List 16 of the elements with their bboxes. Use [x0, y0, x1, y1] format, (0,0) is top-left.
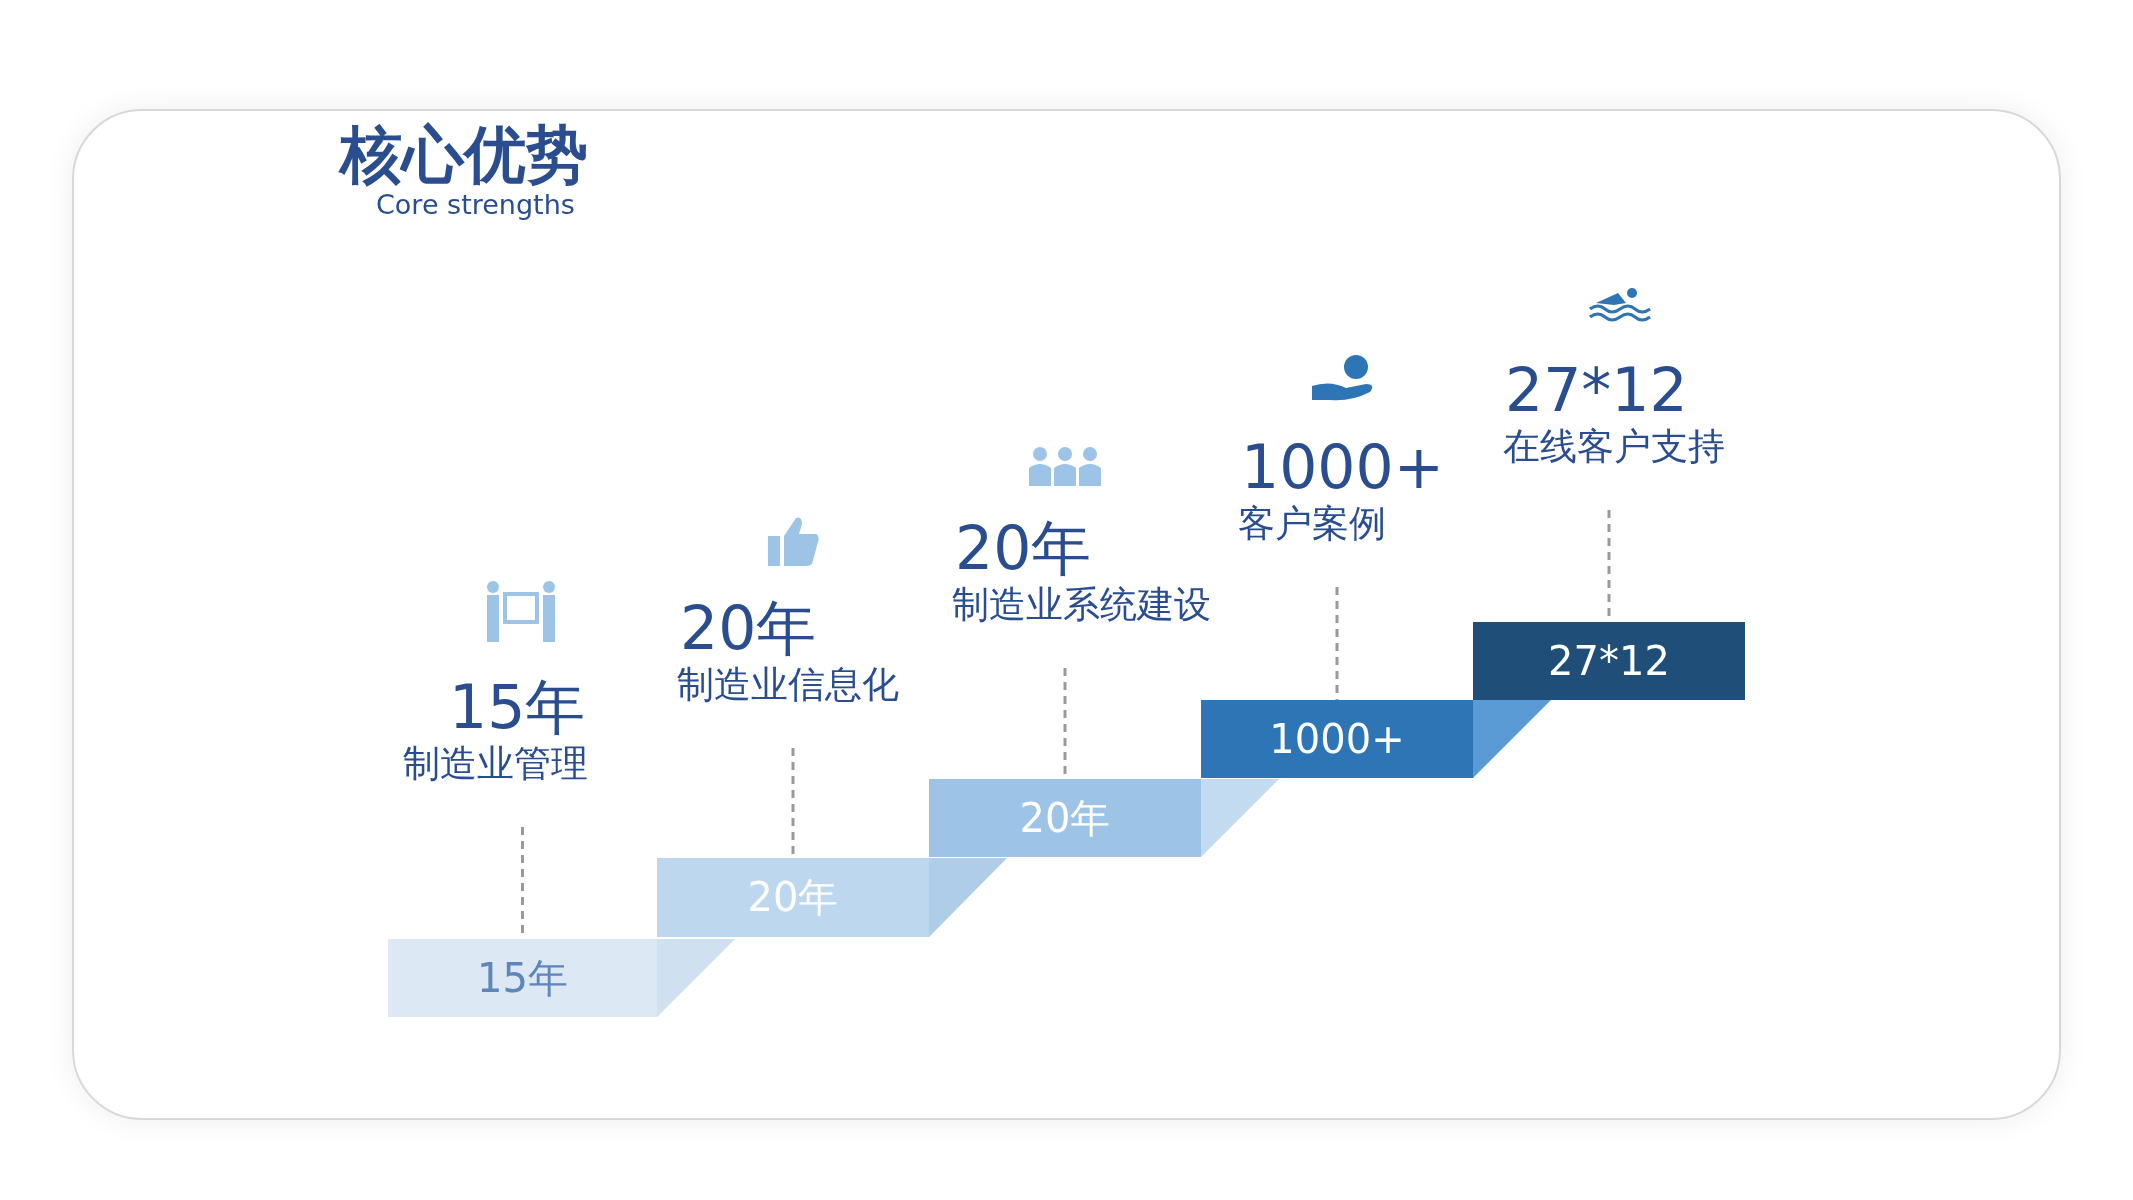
dashed-connector: [1335, 587, 1339, 700]
stat-description: 在线客户支持: [1503, 424, 1725, 470]
step-bar: 20年: [929, 779, 1201, 857]
step-bar: 20年: [657, 858, 929, 937]
stat-number: 15年: [449, 673, 586, 741]
step-bar: 1000+: [1201, 700, 1473, 778]
stat-number: 1000+: [1241, 433, 1444, 501]
stat-number: 20年: [955, 514, 1092, 582]
stat-description: 制造业管理: [403, 741, 588, 787]
stat-number: 20年: [680, 594, 817, 662]
stat-description: 制造业信息化: [677, 662, 899, 708]
step-bar: 15年: [388, 939, 657, 1017]
stat-description: 制造业系统建设: [952, 582, 1211, 628]
step-bar: 27*12: [1473, 622, 1745, 700]
stat-description: 客户案例: [1238, 501, 1386, 547]
stat-number: 27*12: [1505, 356, 1688, 424]
